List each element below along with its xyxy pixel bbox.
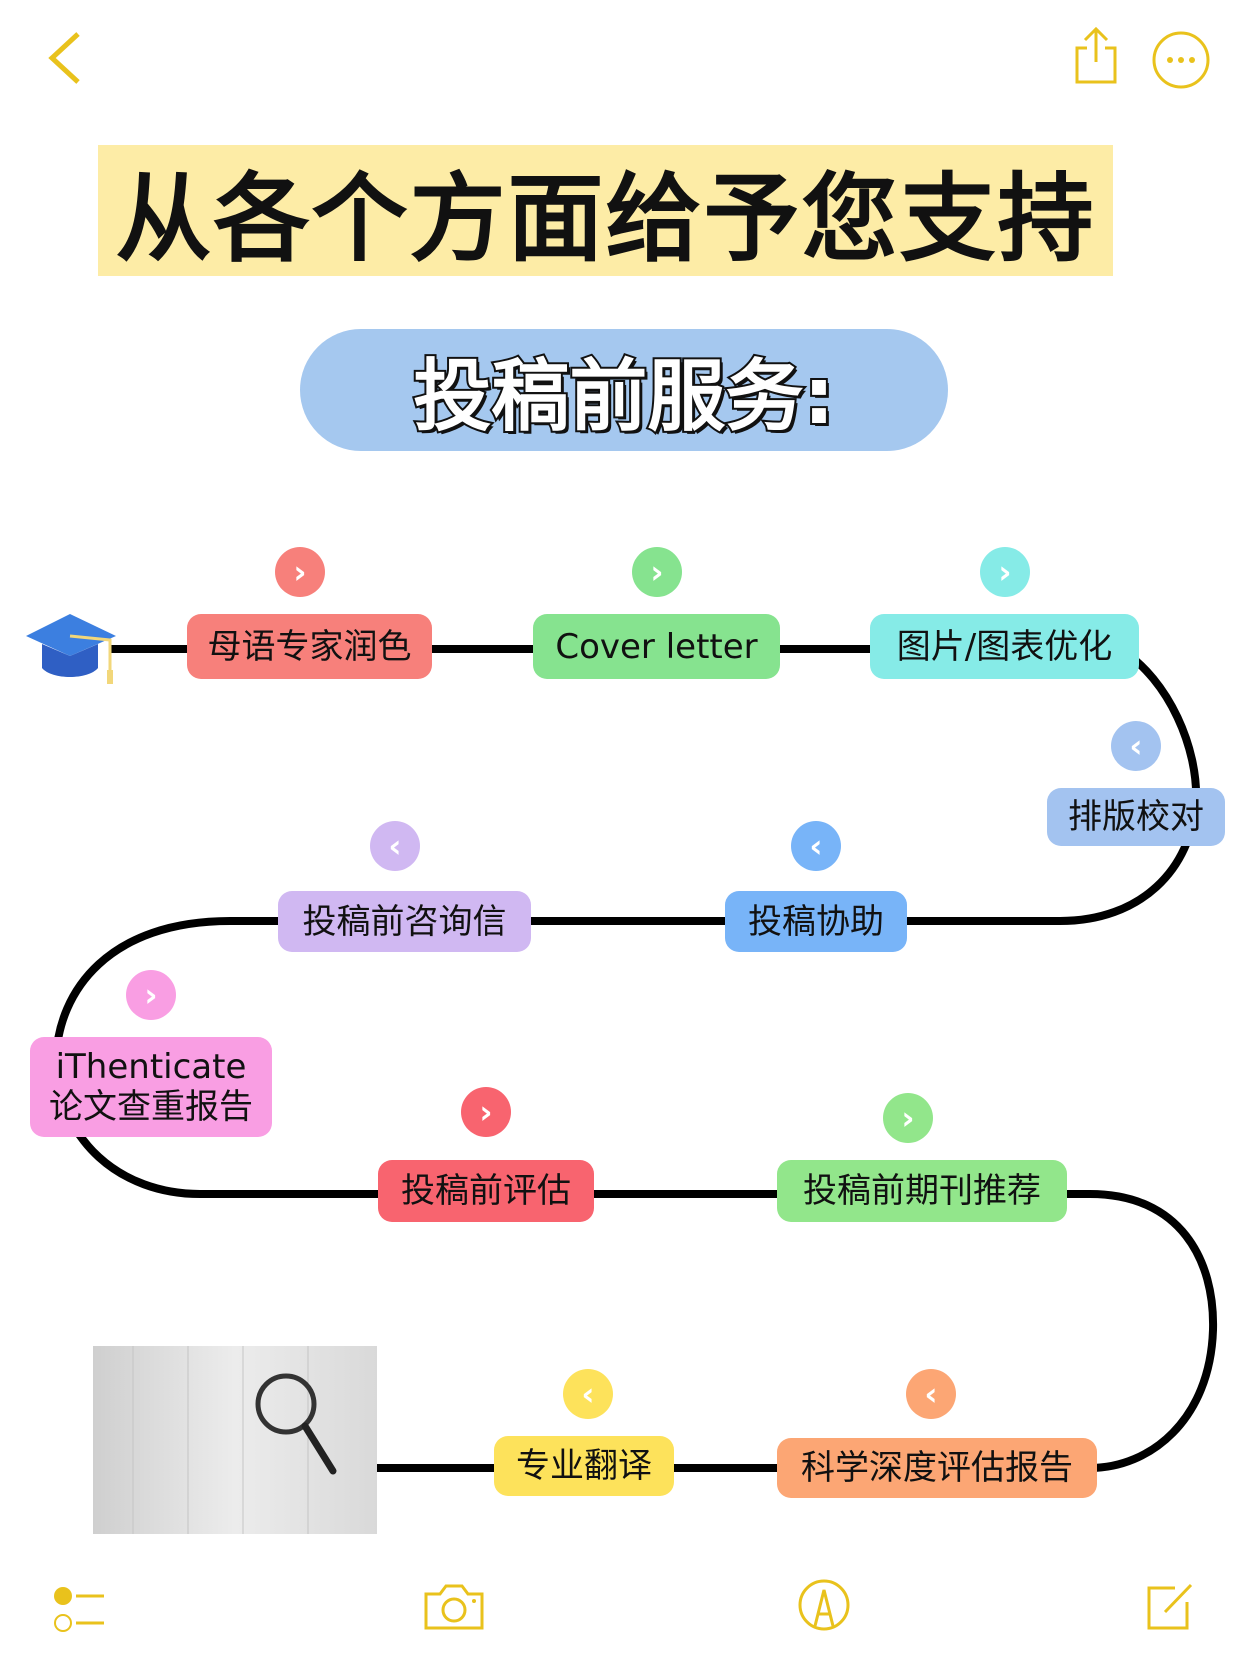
more-icon[interactable] (1151, 30, 1211, 90)
section-heading: 投稿前服务: (300, 329, 948, 451)
chevron-right-icon: › (461, 1087, 511, 1137)
markup-icon[interactable] (797, 1578, 851, 1632)
node-figure-optimization[interactable]: 图片/图表优化 (870, 614, 1139, 679)
chevron-left-icon: ‹ (1111, 721, 1161, 771)
compose-icon[interactable] (1145, 1582, 1195, 1632)
chevron-right-icon: › (632, 547, 682, 597)
chevron-left-icon: ‹ (370, 821, 420, 871)
node-presubmission-inquiry[interactable]: 投稿前咨询信 (278, 891, 531, 952)
chevron-left-icon: ‹ (791, 821, 841, 871)
checklist-icon[interactable] (52, 1585, 108, 1635)
node-submission-assist[interactable]: 投稿协助 (725, 891, 907, 952)
chevron-right-icon: › (883, 1093, 933, 1143)
node-translation[interactable]: 专业翻译 (494, 1436, 674, 1496)
camera-icon[interactable] (422, 1582, 486, 1632)
chevron-right-icon: › (275, 547, 325, 597)
node-native-editing[interactable]: 母语专家润色 (187, 614, 432, 679)
page-title: 从各个方面给予您支持 (98, 145, 1113, 276)
chevron-right-icon: › (980, 547, 1030, 597)
node-ithenticate[interactable]: iThenticate 论文查重报告 (30, 1037, 272, 1137)
node-presubmission-review[interactable]: 投稿前评估 (378, 1160, 594, 1222)
node-ithenticate-line2: 论文查重报告 (49, 1087, 253, 1127)
node-formatting[interactable]: 排版校对 (1047, 788, 1225, 846)
node-cover-letter[interactable]: Cover letter (533, 614, 780, 679)
node-ithenticate-line1: iThenticate (55, 1047, 247, 1087)
chevron-left-icon: ‹ (906, 1369, 956, 1419)
graduation-cap-icon (26, 614, 116, 684)
node-journal-recommendation[interactable]: 投稿前期刊推荐 (777, 1160, 1067, 1222)
back-icon[interactable] (44, 30, 84, 86)
node-scientific-review-report[interactable]: 科学深度评估报告 (777, 1438, 1097, 1498)
magnifier-photo (93, 1346, 377, 1534)
chevron-right-icon: › (126, 970, 176, 1020)
share-icon[interactable] (1073, 26, 1119, 86)
chevron-left-icon: ‹ (563, 1369, 613, 1419)
